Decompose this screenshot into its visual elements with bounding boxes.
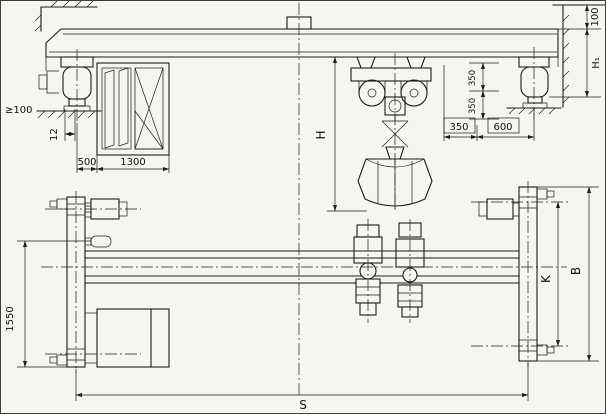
left-end-truck [49, 196, 112, 368]
dim-1550-label: 1550 [5, 306, 16, 331]
right-buffer-top [536, 188, 548, 200]
runway-bracket-left [34, 1, 98, 32]
left-buffer [46, 70, 59, 94]
centerlines [76, 3, 535, 397]
plan-dimensions: 1550 S K B [5, 186, 599, 412]
dim-350-lower-label: 350 [468, 98, 478, 114]
operator-cab [96, 62, 170, 156]
cab-window-right [118, 67, 129, 147]
dim-100-top-label: 100 [590, 7, 601, 26]
elevation-view: ≥100 12 500 1300 H 350 350 350 600 [5, 1, 605, 212]
dim-K-label: K [539, 274, 553, 283]
elevation-dimensions: ≥100 12 500 1300 H 350 350 350 600 [5, 4, 602, 212]
coupling-link [90, 235, 112, 248]
left-buffer-top [56, 198, 68, 210]
dim-600-box-label: 600 [493, 122, 512, 133]
dim-B-label: B [569, 267, 583, 275]
dim-H-label: H [314, 130, 328, 139]
right-end-carriage [506, 56, 562, 115]
trolley-plan [353, 222, 425, 318]
hoist-trolley [350, 56, 432, 121]
dim-350-upper-label: 350 [468, 70, 478, 86]
dim-S-label: S [299, 398, 307, 412]
dim-350-box-label: 350 [449, 122, 468, 133]
left-buffer-bottom [56, 354, 68, 366]
plan-view: 1550 S K B [5, 181, 599, 412]
bridge-girder [45, 16, 559, 71]
girder-top-box [286, 16, 312, 30]
dim-min-clearance-label: ≥100 [5, 105, 32, 116]
cab-window-left [104, 69, 115, 149]
right-rail [527, 96, 543, 104]
dim-1300-label: 1300 [120, 157, 145, 168]
grab-bucket [357, 120, 433, 209]
dim-12-label: 12 [49, 128, 60, 141]
dim-h1-label: H₁ [591, 57, 602, 69]
right-buffer-bottom [536, 344, 548, 356]
trolley-sheave-right [400, 79, 428, 107]
right-travel-wheel [520, 66, 549, 98]
left-end-carriage [36, 56, 102, 119]
plan-centerlines [41, 181, 571, 373]
dim-500-label: 500 [77, 157, 96, 168]
drive-unit [84, 308, 170, 368]
runway-column-right [552, 4, 605, 108]
right-end-truck [518, 186, 555, 362]
trolley-sheave-left [358, 79, 386, 107]
